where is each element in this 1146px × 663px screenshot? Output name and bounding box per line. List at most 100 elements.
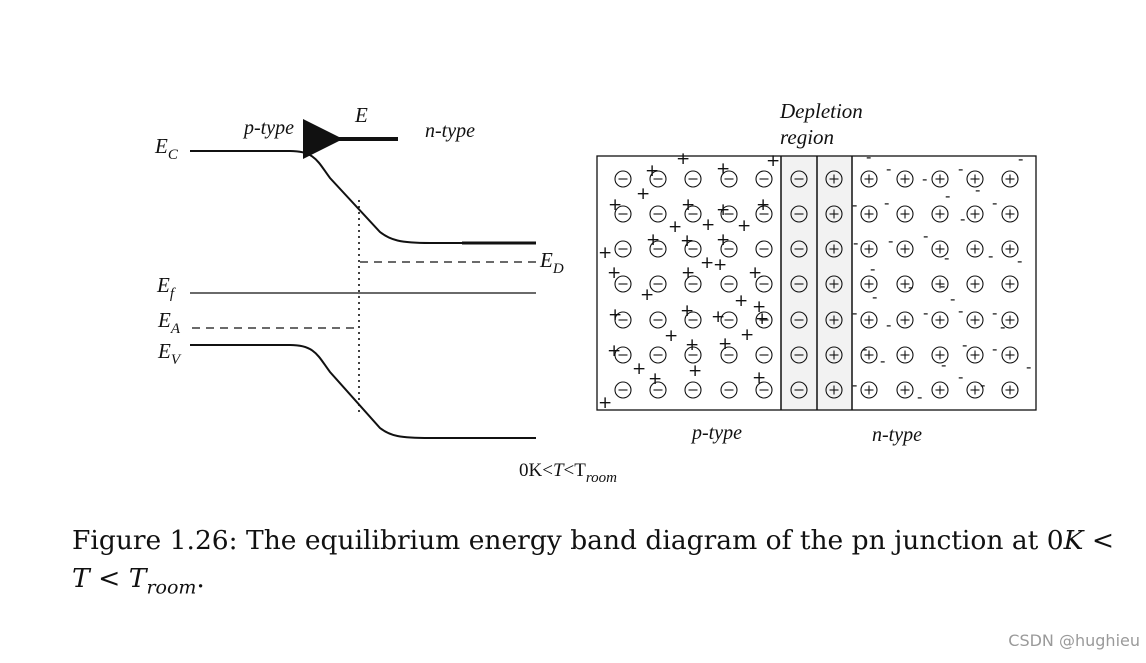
donor-ion — [931, 381, 949, 399]
donor-ion — [966, 346, 984, 364]
donor-ion — [896, 170, 914, 188]
acceptor-ion — [720, 275, 738, 293]
electron-carrier: - — [917, 388, 922, 406]
acceptor-ion — [649, 275, 667, 293]
electron-carrier: - — [962, 336, 967, 354]
electron-carrier: - — [853, 234, 858, 252]
hole-carrier: + — [685, 335, 699, 355]
donor-ion — [966, 240, 984, 258]
ef-label: Ef — [156, 273, 176, 302]
acceptor-ion — [614, 205, 632, 223]
electron-carrier: - — [950, 290, 955, 308]
acceptor-ion — [755, 240, 773, 258]
acceptor-ion — [684, 170, 702, 188]
hole-carrier: + — [700, 253, 714, 273]
donor-ion — [896, 346, 914, 364]
acceptor-ion — [755, 346, 773, 364]
ea-label: EA — [157, 308, 181, 337]
donor-ion — [860, 346, 878, 364]
donor-ion — [896, 205, 914, 223]
hole-carrier: + — [640, 285, 654, 305]
depletion-label-line2: region — [780, 125, 834, 149]
acceptor-ion — [684, 205, 702, 223]
depletion-acceptor-ion — [790, 311, 808, 329]
carrier-layer: ++++++++++++++++++++++++++++++++++++++--… — [598, 148, 1031, 413]
donor-ion — [896, 240, 914, 258]
donor-ion — [931, 240, 949, 258]
acceptor-ion — [720, 205, 738, 223]
hole-carrier: + — [681, 263, 695, 283]
acceptor-ion — [684, 275, 702, 293]
electron-carrier: - — [945, 187, 950, 205]
donor-ion — [966, 381, 984, 399]
donor-ion — [1001, 240, 1019, 258]
junction-n-type-label: n-type — [872, 424, 922, 446]
acceptor-ion — [720, 381, 738, 399]
electron-carrier: - — [923, 227, 928, 245]
acceptor-ion — [684, 240, 702, 258]
donor-ion — [860, 275, 878, 293]
acceptor-ion — [614, 311, 632, 329]
donor-ion — [860, 205, 878, 223]
donor-ion — [1001, 205, 1019, 223]
acceptor-ion — [755, 381, 773, 399]
donor-ion — [931, 311, 949, 329]
acceptor-ion — [649, 170, 667, 188]
acceptor-ion — [649, 381, 667, 399]
depletion-acceptor-ion — [790, 170, 808, 188]
hole-carrier: + — [598, 243, 612, 263]
electron-carrier: - — [886, 316, 891, 334]
hole-carrier: + — [645, 161, 659, 181]
band-n-type-label: n-type — [425, 120, 475, 142]
watermark: CSDN @hughieu — [1008, 631, 1140, 650]
acceptor-ion — [649, 311, 667, 329]
acceptor-ion — [649, 346, 667, 364]
electron-carrier: - — [884, 194, 889, 212]
donor-ion — [860, 240, 878, 258]
hole-carrier: + — [680, 231, 694, 251]
pn-junction-diagram: E p-type n-type EC Ef EA EV ED 0K<T<Troo… — [154, 99, 1037, 486]
figure-caption: Figure 1.26: The equilibrium energy band… — [72, 525, 1115, 599]
acceptor-ion — [614, 240, 632, 258]
ec-label: EC — [154, 134, 179, 163]
hole-carrier: + — [716, 159, 730, 179]
donor-ion — [1001, 381, 1019, 399]
hole-carrier: + — [632, 359, 646, 379]
hole-carrier: + — [756, 195, 770, 215]
ev-label: EV — [157, 339, 182, 368]
depletion-donor-ion — [825, 240, 843, 258]
acceptor-ion — [755, 170, 773, 188]
electron-carrier: - — [992, 194, 997, 212]
depletion-donor-ion — [825, 275, 843, 293]
electron-carrier: - — [958, 368, 963, 386]
donor-ion — [896, 311, 914, 329]
donor-ion — [966, 311, 984, 329]
hole-carrier: + — [676, 149, 690, 169]
acceptor-ion — [720, 346, 738, 364]
donor-ion — [931, 170, 949, 188]
acceptor-ion — [684, 346, 702, 364]
donor-ion — [896, 275, 914, 293]
hole-carrier: + — [664, 326, 678, 346]
hole-carrier: + — [711, 307, 725, 327]
junction-p-type-label: p-type — [690, 422, 742, 444]
conduction-band-edge — [190, 150, 462, 244]
electron-carrier: - — [886, 160, 891, 178]
donor-ion — [931, 346, 949, 364]
donor-ion — [966, 275, 984, 293]
hole-carrier: + — [752, 297, 766, 317]
junction-diagram: ++++++++++++++++++++++++++++++++++++++--… — [596, 99, 1037, 446]
donor-ion — [931, 275, 949, 293]
donor-ion — [966, 205, 984, 223]
hole-carrier: + — [681, 195, 695, 215]
depletion-acceptor-ion — [790, 346, 808, 364]
acceptor-ion — [684, 381, 702, 399]
electron-carrier: - — [940, 277, 945, 295]
electron-carrier: - — [866, 148, 871, 166]
hole-carrier: + — [766, 151, 780, 171]
electron-carrier: - — [1026, 358, 1031, 376]
hole-carrier: + — [608, 195, 622, 215]
acceptor-ion — [649, 240, 667, 258]
hole-carrier: + — [668, 217, 682, 237]
depletion-acceptor-ion — [790, 205, 808, 223]
